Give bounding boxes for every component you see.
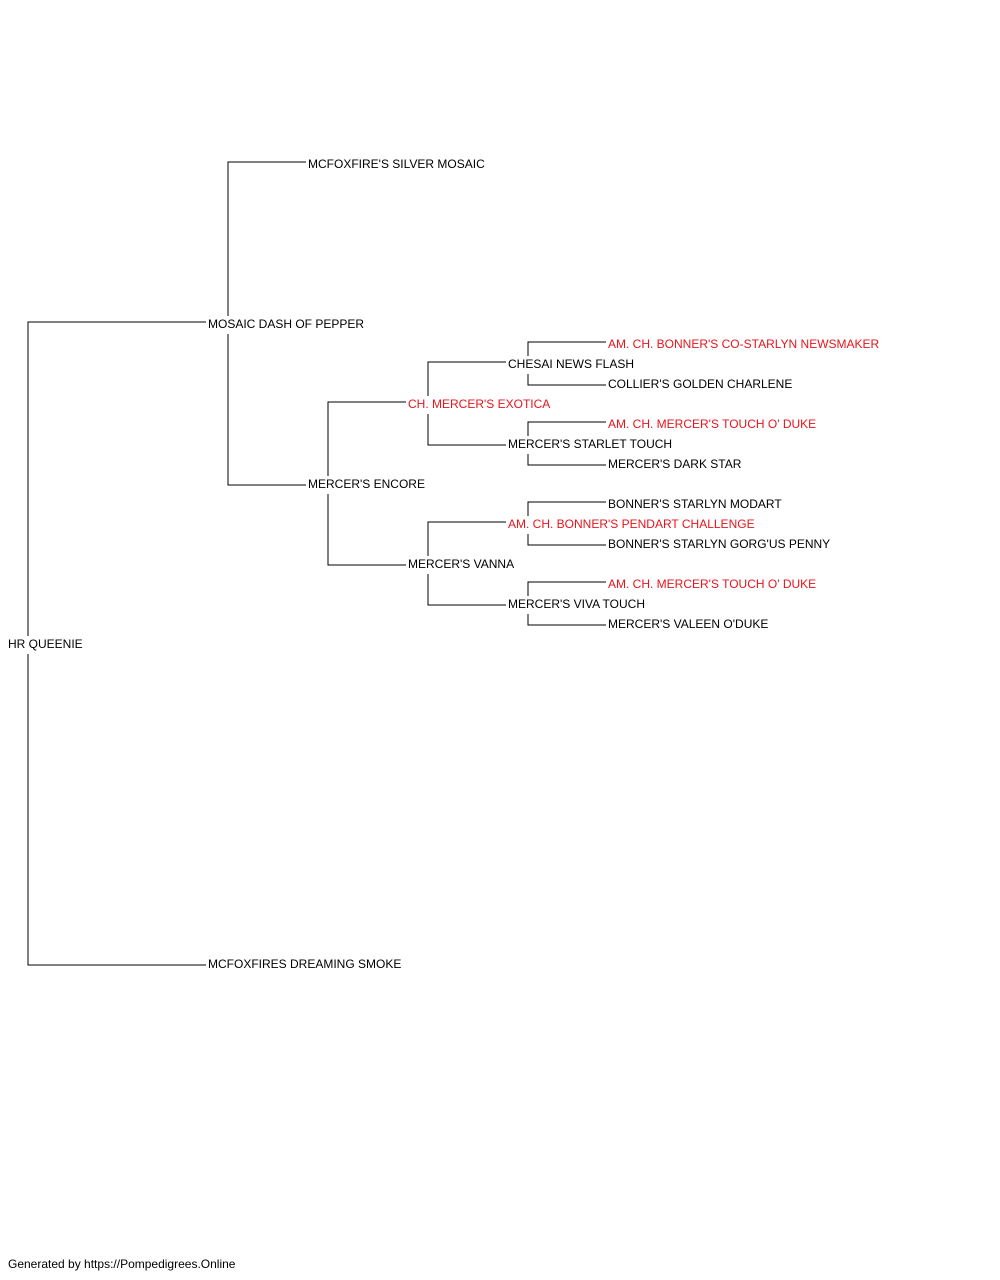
- connector-pendart-dam: [527, 534, 606, 546]
- chesai-dam-name: COLLIER'S GOLDEN CHARLENE: [608, 377, 792, 391]
- vanna-sire-name: AM. CH. BONNER'S PENDART CHALLENGE: [508, 517, 755, 531]
- chesai-sire-name: AM. CH. BONNER'S CO-STARLYN NEWSMAKER: [608, 337, 880, 351]
- viva-sire-name: AM. CH. MERCER'S TOUCH O' DUKE: [608, 577, 816, 591]
- connector-sire-dam: [227, 334, 306, 486]
- starlet-dam-name: MERCER'S DARK STAR: [608, 457, 742, 471]
- viva-dam-name: MERCER'S VALEEN O'DUKE: [608, 617, 768, 631]
- connector-chesai-dam: [527, 374, 606, 386]
- exotica-sire-name: CHESAI NEWS FLASH: [508, 357, 634, 371]
- sire-sire-name: MCFOXFIRE'S SILVER MOSAIC: [308, 157, 485, 171]
- pedigree-names: HR QUEENIE MOSAIC DASH OF PEPPER MCFOXFI…: [8, 157, 880, 971]
- connector-exotica-dam: [427, 414, 506, 446]
- pendart-dam-name: BONNER'S STARLYN GORG'US PENNY: [608, 537, 830, 551]
- connector-vanna-sire: [427, 521, 506, 556]
- connector-viva-sire: [527, 581, 606, 596]
- starlet-sire-name: AM. CH. MERCER'S TOUCH O' DUKE: [608, 417, 816, 431]
- connector-encore-dam: [327, 494, 406, 566]
- sire-name: MOSAIC DASH OF PEPPER: [208, 317, 364, 331]
- encore-sire-name: CH. MERCER'S EXOTICA: [408, 397, 550, 411]
- connector-subject-sire: [27, 321, 206, 636]
- exotica-dam-name: MERCER'S STARLET TOUCH: [508, 437, 672, 451]
- sire-dam-name: MERCER'S ENCORE: [308, 477, 425, 491]
- connector-sire-sire: [227, 161, 306, 316]
- connector-pendart-sire: [527, 501, 606, 516]
- pedigree-connectors: [27, 161, 606, 966]
- connector-encore-sire: [327, 401, 406, 476]
- connector-vanna-dam: [427, 574, 506, 606]
- encore-dam-name: MERCER'S VANNA: [408, 557, 514, 571]
- vanna-dam-name: MERCER'S VIVA TOUCH: [508, 597, 645, 611]
- connector-chesai-sire: [527, 341, 606, 356]
- dam-name: MCFOXFIRES DREAMING SMOKE: [208, 957, 401, 971]
- connector-viva-dam: [527, 614, 606, 626]
- connector-starlet-sire: [527, 421, 606, 436]
- pedigree-chart: HR QUEENIE MOSAIC DASH OF PEPPER MCFOXFI…: [8, 157, 880, 971]
- connector-exotica-sire: [427, 361, 506, 396]
- pendart-sire-name: BONNER'S STARLYN MODART: [608, 497, 782, 511]
- connector-starlet-dam: [527, 454, 606, 466]
- connector-subject-dam: [27, 654, 206, 966]
- generated-by-footer: Generated by https://Pompedigrees.Online: [8, 1257, 236, 1271]
- subject-name: HR QUEENIE: [8, 637, 83, 651]
